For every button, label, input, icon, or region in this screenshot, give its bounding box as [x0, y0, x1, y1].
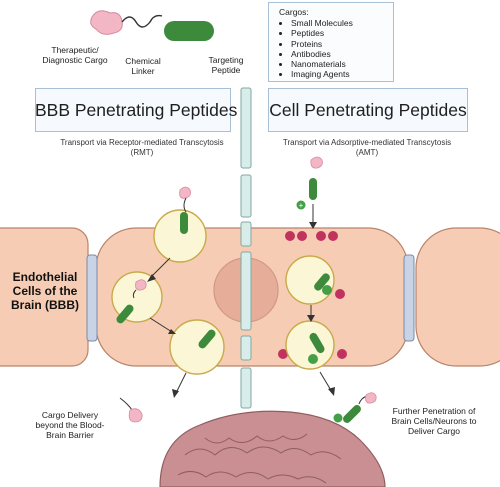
vesicle	[169, 319, 225, 375]
vesicle	[285, 320, 335, 370]
plus-sign: +	[299, 201, 304, 210]
linker-icon	[119, 397, 133, 411]
divider-segment	[240, 87, 252, 169]
brain-fold	[184, 446, 342, 460]
peptide-icon	[198, 329, 216, 349]
negative-charge-icon	[328, 231, 338, 241]
cargo-icon	[365, 392, 377, 404]
cpp-title: Cell Penetrating Peptides	[269, 100, 467, 120]
brain-illustration	[159, 410, 386, 487]
linker-icon	[183, 197, 187, 213]
negative-charges	[278, 231, 347, 359]
linker-icon	[132, 289, 137, 299]
bbb-subtitle: Transport via Receptor-mediated Transcyt…	[60, 138, 224, 157]
negative-charge-icon	[316, 231, 326, 241]
vesicle	[153, 209, 207, 263]
bbb-title-box	[35, 88, 231, 132]
arrow	[175, 372, 187, 394]
cpp-title-box	[268, 88, 468, 132]
peptide-icon	[309, 178, 317, 200]
cargos-list: Small Molecules Peptides Proteins Antibo…	[269, 18, 393, 79]
divider-segment	[240, 221, 252, 247]
divider-segment	[240, 335, 252, 361]
cargo-blob-icon	[90, 10, 123, 35]
peptide-icon	[343, 405, 361, 423]
cargo-icon	[179, 186, 191, 199]
positive-charge-icon	[308, 354, 318, 364]
arrowhead	[147, 274, 156, 282]
rmt-pathway	[111, 186, 225, 423]
cargo-label: Therapeutic/ Diagnostic Cargo	[42, 45, 108, 65]
cargos-box: Cargos: Small Molecules Peptides Protein…	[268, 2, 394, 82]
peptide-icon	[116, 304, 134, 324]
cargo-icon	[310, 156, 323, 169]
endothelial-label: Endothelial Cells of the Brain (BBB)	[11, 270, 79, 312]
cargos-heading: Cargos:	[279, 7, 309, 17]
cargo-item: Proteins	[291, 39, 393, 49]
negative-charge-icon	[337, 349, 347, 359]
linker-label: Chemical Linker	[125, 56, 161, 76]
cargo-item: Antibodies	[291, 49, 393, 59]
cargo-item: Imaging Agents	[291, 69, 393, 79]
peptide-label: Targeting Peptide	[208, 55, 244, 75]
peptide-icon	[164, 21, 214, 41]
arrowhead	[172, 389, 179, 398]
right-endothelial-cell	[415, 227, 500, 367]
conjugate-legend	[90, 10, 214, 41]
negative-charge-icon	[335, 289, 345, 299]
peptide-icon	[314, 273, 330, 291]
peptide-icon	[309, 332, 325, 354]
arrowhead	[307, 315, 315, 322]
divider-segment	[240, 367, 252, 409]
amt-pathway: +	[278, 156, 377, 423]
further-penetration-label: Further Penetration of Brain Cells/Neuro…	[391, 406, 477, 436]
peptide-icon	[180, 212, 188, 234]
arrow	[149, 257, 171, 279]
negative-charge-icon	[285, 231, 295, 241]
brain-fold	[204, 433, 308, 444]
brain-fold	[177, 471, 327, 484]
arrowhead	[309, 222, 317, 229]
arrowhead	[328, 387, 335, 396]
cargo-icon	[128, 408, 143, 423]
cpp-subtitle: Transport via Adsorptive-mediated Transc…	[282, 138, 452, 157]
cargo-delivery-label: Cargo Delivery beyond the Blood- Brain B…	[35, 410, 105, 440]
divider-segment	[240, 251, 252, 331]
cargo-item: Nanomaterials	[291, 59, 393, 69]
center-divider	[240, 87, 252, 409]
positive-charge-icon	[322, 285, 332, 295]
cargo-icon	[135, 279, 147, 291]
left-tight-junction	[86, 254, 98, 342]
divider-segment	[240, 174, 252, 218]
right-tight-junction	[403, 254, 415, 342]
vesicle	[285, 255, 335, 305]
arrow	[149, 317, 173, 333]
arrowhead	[168, 329, 176, 334]
cargo-item: Peptides	[291, 28, 393, 38]
linker-icon	[121, 14, 163, 28]
bbb-title: BBB Penetrating Peptides	[35, 100, 238, 120]
cargo-item: Small Molecules	[291, 18, 393, 28]
negative-charge-icon	[297, 231, 307, 241]
positive-charge-icon	[296, 200, 306, 210]
negative-charge-icon	[278, 349, 288, 359]
positive-charge-icon	[333, 413, 343, 423]
